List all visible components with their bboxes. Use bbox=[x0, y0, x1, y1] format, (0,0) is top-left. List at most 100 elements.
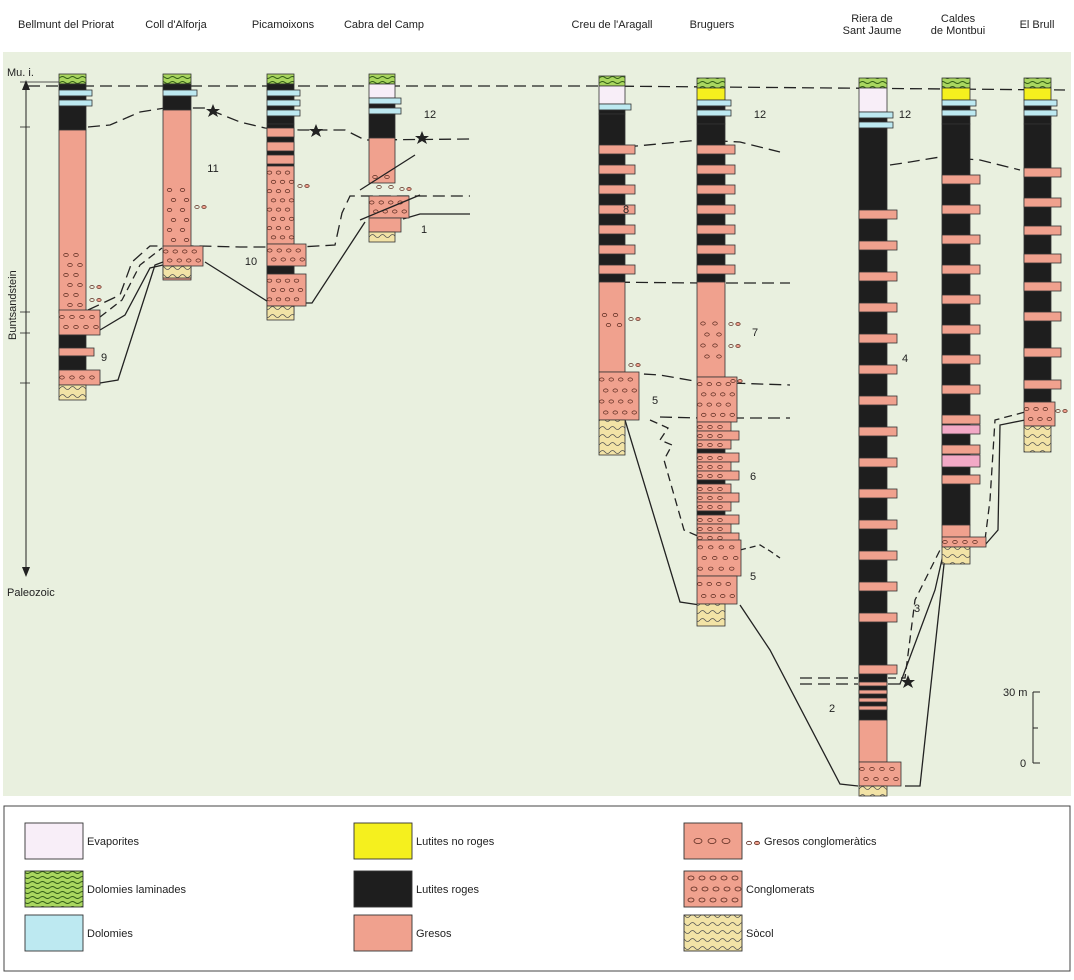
legend-item: Dolomies laminades bbox=[24, 870, 187, 908]
basement-layer bbox=[162, 265, 192, 279]
column-title: Sant Jaume bbox=[843, 25, 902, 37]
strata-layer bbox=[58, 309, 101, 336]
pebble-mark bbox=[399, 187, 405, 191]
laminated-dolomite-layer bbox=[266, 73, 295, 85]
pebble-mark bbox=[270, 216, 277, 221]
strata-layer bbox=[858, 761, 902, 787]
unit-number: 9 bbox=[101, 352, 107, 364]
pebble-mark bbox=[284, 297, 291, 302]
strata-layer bbox=[696, 479, 726, 485]
legend-label: Sòcol bbox=[746, 928, 774, 940]
pebble-mark bbox=[612, 313, 619, 317]
pebble-mark bbox=[717, 465, 723, 469]
pebble-mark bbox=[279, 198, 286, 203]
pebble-mark bbox=[59, 315, 65, 319]
evaporites-swatch bbox=[24, 822, 84, 860]
pebble-mark bbox=[716, 332, 722, 337]
pebble-mark bbox=[725, 402, 731, 407]
pebble-mark bbox=[883, 777, 889, 781]
laminated-dolomite-layer bbox=[368, 73, 396, 85]
red-mudstone-layer bbox=[598, 109, 626, 115]
pebble-mark bbox=[284, 207, 291, 212]
non-red-mudstone-layer bbox=[696, 87, 726, 101]
red-mudstone-layer bbox=[696, 115, 726, 125]
pebble-mark bbox=[406, 187, 412, 191]
pebble-mark bbox=[612, 410, 618, 415]
sandstone-bed bbox=[941, 234, 981, 245]
pebble-mark bbox=[704, 332, 710, 337]
pebble-mark bbox=[701, 412, 707, 417]
pebble-mark bbox=[271, 257, 277, 262]
unit-number: 12 bbox=[754, 109, 766, 121]
pebble-mark bbox=[716, 582, 722, 586]
pebble-mark bbox=[1033, 407, 1039, 411]
dolomite-layer bbox=[1023, 99, 1058, 107]
legend-swatch bbox=[683, 822, 743, 860]
pebble-mark bbox=[693, 838, 703, 845]
pebble-mark bbox=[701, 392, 707, 397]
column-bellmunt-del-priorat bbox=[58, 73, 102, 401]
red-mudstone-layer bbox=[162, 83, 192, 91]
strata-layer bbox=[368, 195, 410, 219]
sandstone-bed bbox=[941, 354, 981, 365]
laminated-dolomite-layer bbox=[58, 73, 87, 85]
pebble-mark bbox=[384, 175, 390, 179]
pebble-mark bbox=[167, 258, 173, 263]
pebble-mark bbox=[77, 263, 83, 267]
pebble-mark bbox=[279, 216, 286, 221]
pebble-mark bbox=[716, 354, 722, 359]
pebble-mark bbox=[716, 382, 722, 387]
pebble-mark bbox=[73, 325, 79, 329]
pebble-mark bbox=[93, 325, 99, 329]
sandstone-bed bbox=[598, 204, 636, 215]
pebble-mark bbox=[284, 189, 291, 194]
legend-item: Gresos bbox=[353, 914, 452, 952]
pebble-mark bbox=[631, 410, 637, 415]
basement-layer bbox=[1023, 425, 1052, 453]
column-picamoixons bbox=[266, 73, 310, 321]
pebble-mark bbox=[290, 257, 296, 262]
pebble-mark bbox=[701, 886, 709, 892]
legend-item: Lutites no roges bbox=[353, 822, 495, 860]
pebble-mark bbox=[284, 170, 291, 175]
sandstone-bed bbox=[941, 414, 981, 425]
pebble-mark bbox=[612, 388, 618, 393]
dolomite-layer bbox=[941, 109, 977, 117]
sandstone-bed bbox=[1023, 167, 1062, 178]
pebble-mark bbox=[733, 556, 739, 560]
pebble-mark bbox=[731, 875, 739, 881]
laminated-dolomite-swatch bbox=[24, 870, 84, 908]
pebble-mark bbox=[717, 474, 723, 478]
pebble-mark bbox=[720, 392, 726, 397]
pebble-mark bbox=[700, 343, 706, 348]
sandstone-bed bbox=[696, 244, 736, 255]
scale-bar-bottom-label: 0 bbox=[1020, 758, 1026, 770]
pebble-mark bbox=[720, 875, 728, 881]
pebble-mark bbox=[728, 344, 734, 348]
pebble-mark bbox=[186, 258, 192, 263]
dolomite-layer bbox=[266, 89, 301, 97]
sandstone-bed bbox=[941, 444, 981, 455]
pebble-mark bbox=[266, 226, 273, 231]
legend-label: Evaporites bbox=[87, 836, 139, 848]
sandstone-bed bbox=[696, 264, 736, 275]
pebble-mark bbox=[631, 388, 637, 393]
red-mudstone-layer bbox=[266, 83, 295, 91]
pebble-mark bbox=[707, 527, 713, 531]
pebble-mark bbox=[952, 540, 958, 544]
pebble-mark bbox=[717, 456, 723, 460]
strata-layer bbox=[368, 217, 402, 233]
strata-layer bbox=[266, 154, 295, 165]
sandstone-bed bbox=[858, 550, 898, 561]
dolomite-layer bbox=[162, 89, 198, 97]
pebble-mark bbox=[288, 216, 295, 221]
pebble-mark bbox=[697, 518, 703, 522]
laminated-dolomite-layer bbox=[858, 77, 888, 89]
legend-swatch bbox=[353, 914, 413, 952]
pebble-mark bbox=[622, 410, 628, 415]
sandstone-bed bbox=[858, 519, 898, 530]
pebble-mark bbox=[275, 170, 282, 175]
pebble-mark bbox=[698, 897, 706, 903]
pebble-mark bbox=[191, 249, 197, 254]
